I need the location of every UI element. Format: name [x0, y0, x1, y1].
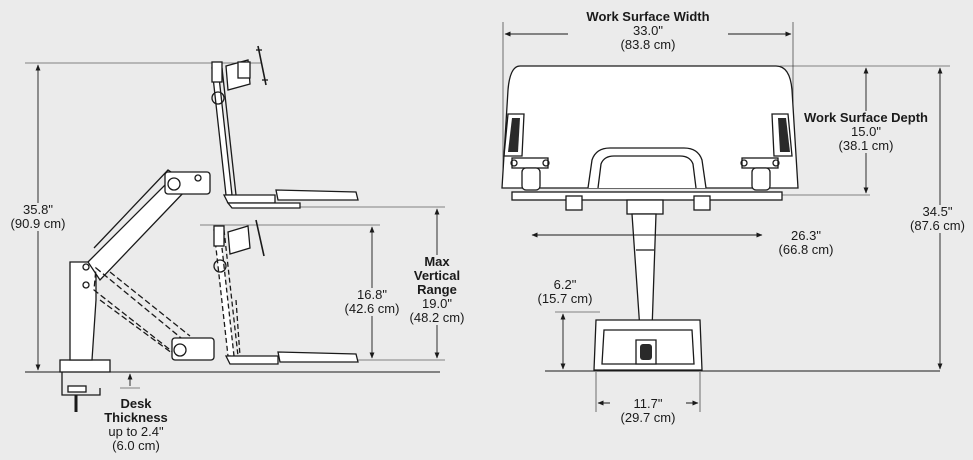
surface-depth-label: Work Surface Depth 15.0" (38.1 cm) [800, 111, 932, 153]
surface-clip-right [740, 157, 780, 191]
vertical-range-title-1: Max [424, 254, 450, 269]
tray-width-label: 26.3" (66.8 cm) [766, 229, 846, 257]
lift-height-label: 16.8" (42.6 cm) [334, 288, 410, 316]
vertical-range-label: Max Vertical Range 19.0" (48.2 cm) [402, 255, 472, 325]
raised-arm [87, 45, 359, 282]
vertical-range-value: 19.0" [422, 296, 452, 311]
desk-thickness-label: Desk Thickness up to 2.4" (6.0 cm) [96, 397, 176, 453]
front-view [501, 22, 950, 412]
lift-height-metric: (42.6 cm) [344, 301, 400, 316]
vertical-range-title-3: Range [417, 282, 457, 297]
surface-width-label: Work Surface Width 33.0" (83.8 cm) [568, 10, 728, 52]
overall-height-metric: (90.9 cm) [10, 216, 66, 231]
surface-depth-value: 15.0" [851, 124, 881, 139]
base-height-value: 6.2" [553, 277, 577, 292]
lowered-assembly [171, 219, 359, 365]
desk-thickness-title-1: Desk [120, 396, 152, 411]
base-width-value: 11.7" [633, 396, 663, 411]
center-handle [587, 147, 707, 189]
surface-depth-title: Work Surface Depth [803, 110, 928, 125]
total-height-value: 34.5" [922, 204, 953, 219]
work-surface-panel [501, 65, 799, 189]
surface-clip-left [510, 157, 550, 191]
overall-height-value: 35.8" [23, 202, 53, 217]
tray-width-metric: (66.8 cm) [778, 242, 834, 257]
mount-rail [511, 191, 783, 201]
surface-width-metric: (83.8 cm) [620, 37, 676, 52]
surface-width-value: 33.0" [633, 23, 663, 38]
desk-thickness-metric: (6.0 cm) [112, 438, 160, 453]
base-height-metric: (15.7 cm) [537, 291, 593, 306]
surface-depth-metric: (38.1 cm) [838, 138, 894, 153]
overall-height-label: 35.8" (90.9 cm) [2, 203, 74, 231]
side-view [25, 45, 445, 412]
surface-width-title: Work Surface Width [586, 9, 710, 24]
desk-thickness-value: up to 2.4" [108, 424, 164, 439]
lift-height-value: 16.8" [357, 287, 387, 302]
vertical-range-metric: (48.2 cm) [409, 310, 465, 325]
vertical-range-title-2: Vertical [413, 268, 461, 283]
tray-width-value: 26.3" [791, 228, 821, 243]
total-height-label: 34.5" (87.6 cm) [902, 205, 973, 233]
base-width-metric: (29.7 cm) [620, 410, 676, 425]
base-width-label: 11.7" (29.7 cm) [610, 397, 686, 425]
mount-post [69, 261, 97, 361]
desk-clamp [59, 359, 111, 412]
front-column [631, 213, 657, 331]
desk-thickness-title-2: Thickness [104, 410, 168, 425]
lowered-arm [93, 266, 191, 357]
base-height-label: 6.2" (15.7 cm) [530, 278, 600, 306]
total-height-metric: (87.6 cm) [910, 218, 965, 233]
